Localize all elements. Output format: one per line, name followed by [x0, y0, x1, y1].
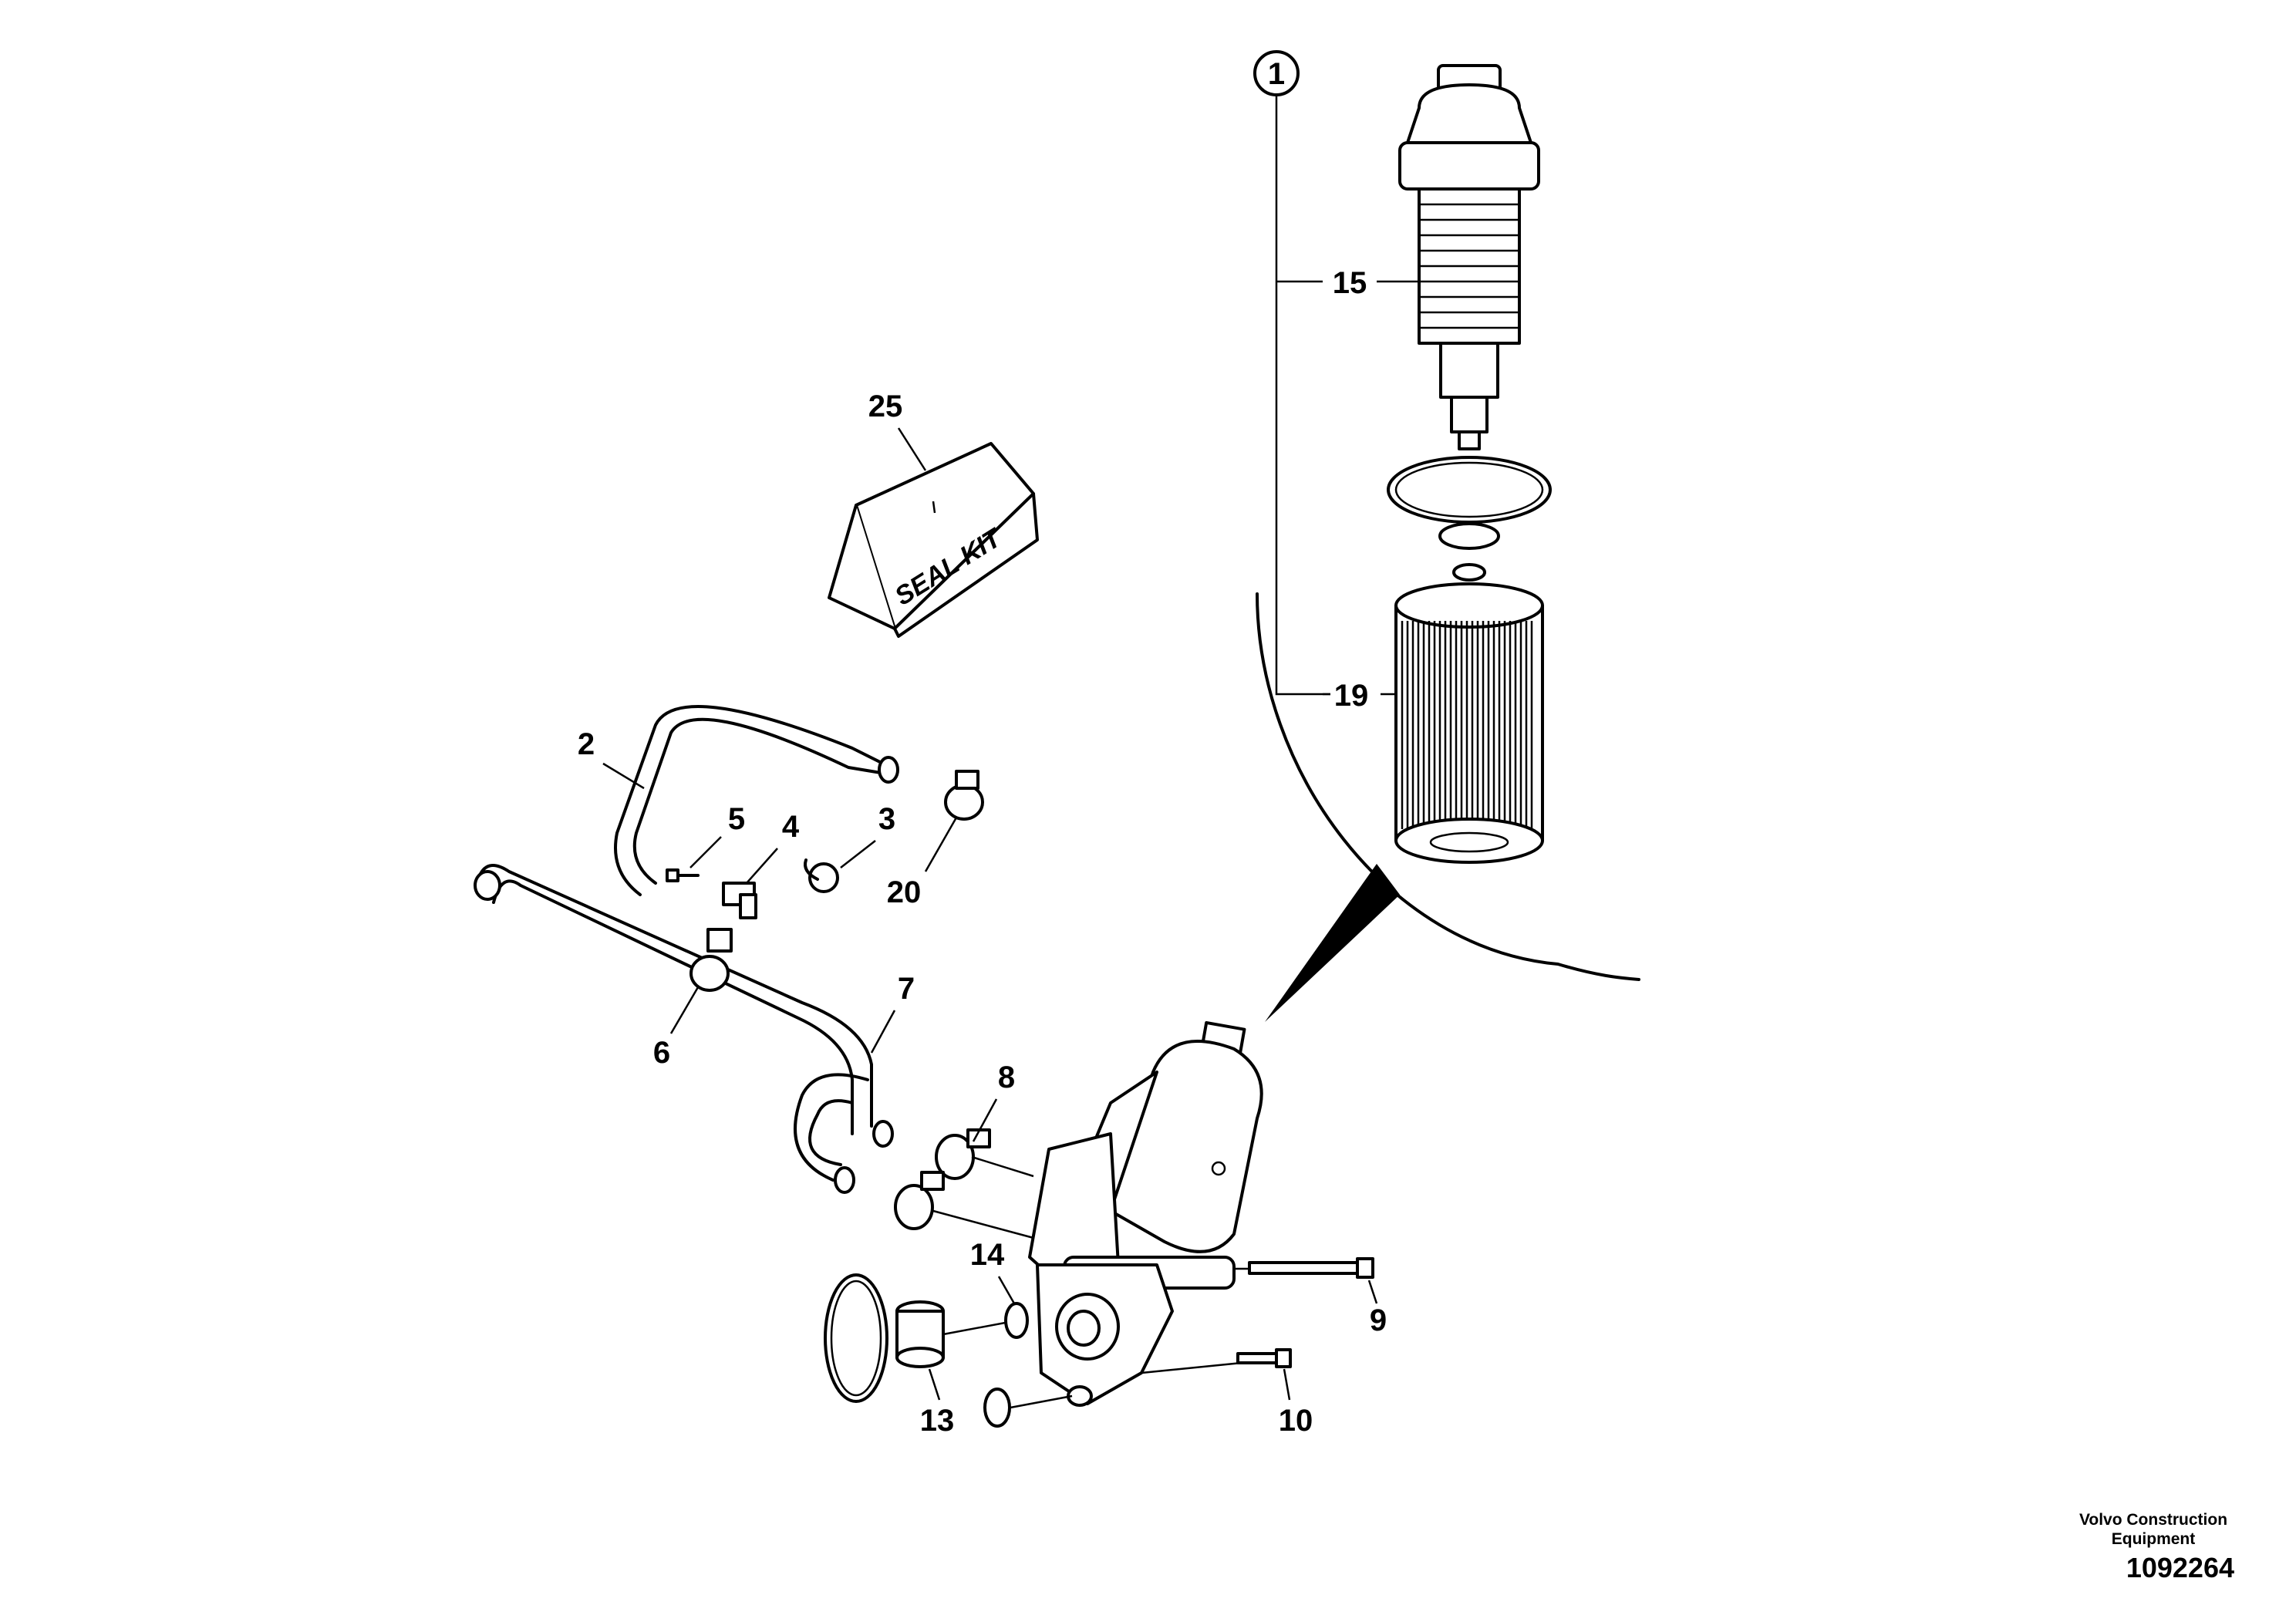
callout-7: 7: [898, 972, 915, 1006]
callout-20: 20: [887, 875, 922, 909]
leader-3: [840, 840, 876, 868]
clamp-6: [689, 928, 733, 992]
hose-2: [614, 705, 899, 896]
seal-ring-large: [1387, 456, 1552, 524]
callout-13: 13: [920, 1404, 955, 1438]
leader-8: [972, 1098, 998, 1142]
callout-8: 8: [998, 1061, 1015, 1094]
seal-ring-small: [1438, 522, 1500, 550]
callout-14: 14: [970, 1238, 1005, 1272]
leader-13: [928, 1368, 941, 1401]
assembly-line: [932, 1155, 1034, 1239]
sleeve-13: [895, 1300, 1027, 1368]
seal-ring-tiny: [1452, 563, 1486, 582]
seal-kit: 25 SEAL KIT: [828, 389, 1039, 638]
clamp-8b: [894, 1171, 945, 1230]
company-line-2: Equipment: [2111, 1530, 2196, 1548]
leader-7: [870, 1010, 896, 1054]
leader-6: [669, 986, 700, 1034]
filter-cap: [1398, 64, 1540, 450]
clamp-20: [944, 770, 984, 821]
leader-9: [1367, 1280, 1378, 1304]
bolt-9: [1234, 1257, 1374, 1279]
filter-element: [1394, 582, 1544, 864]
detail-pointer: [1265, 864, 1400, 1022]
o-ring-14: [1004, 1302, 1029, 1339]
callout-10: 10: [1279, 1404, 1313, 1438]
bracket-line: [1275, 95, 1330, 696]
bolt-10: [1141, 1348, 1292, 1374]
callout-2: 2: [578, 727, 595, 761]
leader-10: [1283, 1368, 1291, 1401]
callout-9: 9: [1370, 1303, 1387, 1337]
clamp-3: [804, 858, 839, 893]
leader-25: [897, 427, 927, 471]
o-ring-bottom: [983, 1388, 1011, 1428]
company-line-1: Volvo Construction: [2079, 1511, 2228, 1529]
callout-4: 4: [782, 810, 800, 844]
leader-20: [924, 817, 958, 872]
detail-boundary-arc: [1256, 592, 1640, 981]
drawing-number: 1092264: [2126, 1552, 2234, 1583]
callout-5: 5: [728, 802, 745, 836]
hose-7: [474, 864, 894, 1194]
leader-4: [746, 848, 778, 884]
callout-15: 15: [1333, 266, 1367, 300]
callout-19: 19: [1334, 679, 1369, 713]
o-ring-large: [824, 1273, 888, 1403]
callout-25: 25: [868, 389, 903, 423]
leader-5: [689, 836, 722, 868]
callout-1: 1: [1268, 57, 1285, 91]
callout-3: 3: [878, 802, 895, 836]
leader-2: [602, 762, 645, 790]
screw-5: [666, 868, 700, 882]
leader-14: [997, 1276, 1016, 1304]
bracket-4: [722, 882, 757, 919]
filter-housing: [1028, 1020, 1263, 1407]
detail-view: 1 15 19: [1253, 50, 1640, 1022]
callout-6: 6: [653, 1036, 670, 1070]
company-name: Volvo Construction Equipment: [2053, 1510, 2254, 1549]
